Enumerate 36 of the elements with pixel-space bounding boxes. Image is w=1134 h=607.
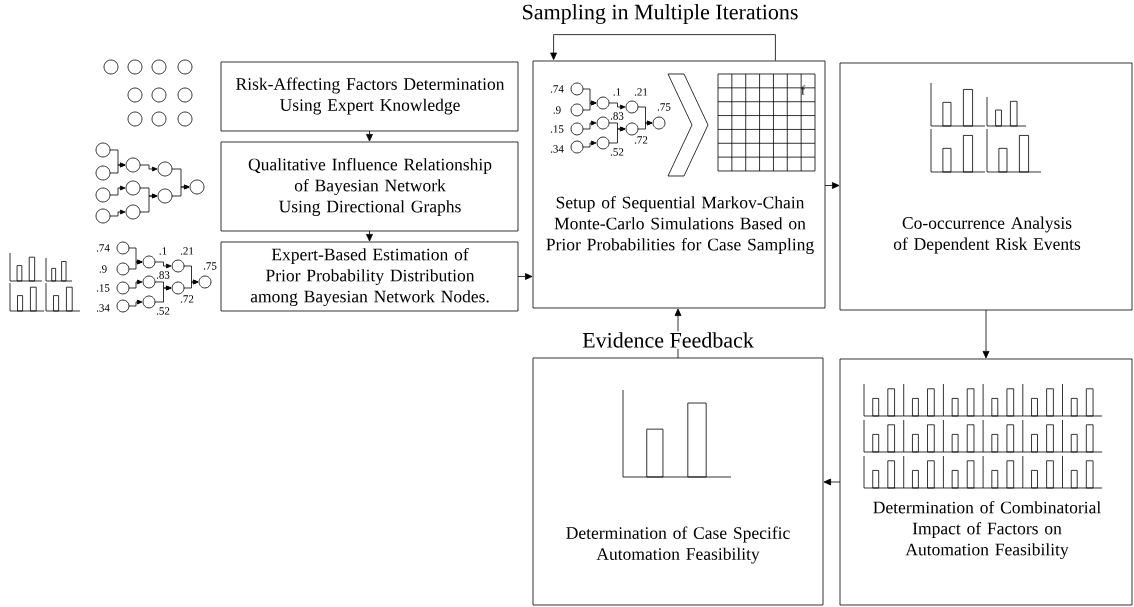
edge-label: Evidence Feedback <box>581 331 755 349</box>
process-box: Co-occurrence Analysis of Dependent Risk Events <box>839 62 1133 311</box>
probability-label: .9 <box>553 106 561 114</box>
arrow <box>982 309 990 359</box>
probability-label: .34 <box>550 145 564 153</box>
probability-label: .83 <box>156 271 170 279</box>
process-box: Determination of Case Specific Automation Feasibility <box>532 357 824 606</box>
probability-label: .15 <box>550 125 564 133</box>
probability-label: .15 <box>96 284 110 292</box>
arrow <box>517 273 533 280</box>
probability-label: .75 <box>203 262 217 270</box>
arrow <box>550 34 776 61</box>
probability-label: .52 <box>610 148 624 156</box>
probability-label: .72 <box>634 136 648 144</box>
probability-label: .83 <box>610 112 624 120</box>
probability-label: .72 <box>180 295 194 303</box>
edge-label: Sampling in Multiple Iterations <box>520 3 800 25</box>
process-box: Qualitative Influence Relationship of Bayesian Network Using Directional Graphs <box>220 141 519 232</box>
probability-label: .21 <box>634 88 648 96</box>
arrow <box>366 230 373 242</box>
probability-label: .74 <box>96 244 110 252</box>
probability-label: .1 <box>159 247 167 255</box>
probability-label: .52 <box>156 307 170 315</box>
process-box: Risk-Affecting Factors Determination Using Expert Knowledge <box>220 61 519 132</box>
process-box: Determination of Combinatorial Impact of Factors on Automation Feasibility <box>839 358 1133 606</box>
probability-label: .1 <box>613 88 621 96</box>
probability-label: .74 <box>550 85 564 93</box>
arrow <box>823 478 841 486</box>
arrow <box>824 182 840 189</box>
probability-label: .9 <box>99 265 107 273</box>
probability-label: .75 <box>657 103 671 111</box>
probability-label: .34 <box>96 304 110 312</box>
grid-label: f <box>801 85 806 95</box>
arrow <box>366 130 373 142</box>
probability-label: .21 <box>180 247 194 255</box>
process-box: Expert-Based Estimation of Prior Probability Distribution among Bayesian Network Nodes. <box>220 241 519 312</box>
